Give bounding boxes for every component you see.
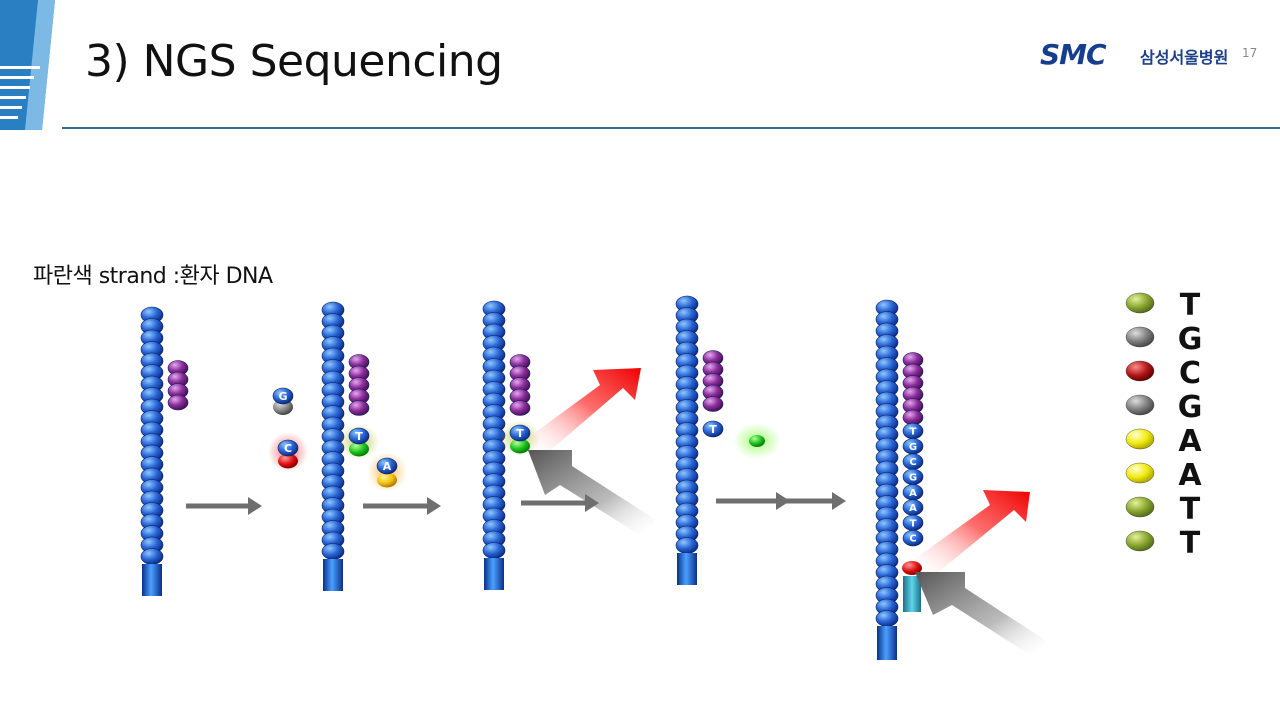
strand-anchor (677, 553, 697, 585)
legend-base-text: T (1180, 492, 1201, 527)
flow-arrow-1-head (248, 497, 262, 515)
strand-anchor (484, 558, 504, 590)
legend-dot (1125, 360, 1155, 382)
free-nucleotide-g-text: G (278, 390, 287, 403)
free-nucleotide-c-label-bead (277, 439, 299, 457)
primer-bead (702, 396, 724, 412)
template-bead (140, 548, 164, 565)
synth-bead (902, 529, 924, 547)
flow-arrow-3-head (585, 494, 599, 512)
synth-base-text: T (910, 518, 917, 529)
bound-t-text: T (355, 430, 363, 443)
free-nucleotide-g-label-bead (272, 387, 294, 405)
synth-base-text: G (909, 442, 917, 453)
legend-dot (1125, 428, 1155, 450)
legend-base-text: G (1178, 322, 1203, 357)
bound-t-dot (349, 441, 369, 457)
legend-dot (1125, 326, 1155, 348)
primer-bead (167, 394, 189, 411)
page-title: 3) NGS Sequencing (85, 36, 503, 87)
legend-base-text: A (1178, 424, 1202, 459)
free-nucleotide-c (278, 453, 298, 469)
bound-t-dot (510, 438, 530, 454)
free-nucleotide-a (377, 472, 397, 488)
primer-bead (902, 409, 924, 426)
strand-anchor (877, 626, 897, 660)
primer-bead (509, 400, 531, 416)
flow-arrow-4a (716, 498, 778, 504)
legend-base-text: G (1178, 390, 1203, 425)
legend-dot (1125, 530, 1155, 552)
flow-arrow-1 (186, 503, 250, 509)
flow-arrow-4b (780, 498, 834, 504)
flow-arrow-4b-head (832, 492, 846, 510)
strand-anchor (142, 564, 162, 596)
free-nucleotide-a-text: A (383, 460, 392, 473)
light-signal-arrow-2 (913, 490, 1030, 575)
bound-t-text: T (709, 423, 717, 436)
flow-arrow-3 (521, 500, 587, 506)
synth-base-text: C (909, 534, 916, 545)
legend-dot (1125, 292, 1155, 314)
template-bead (482, 542, 506, 559)
hospital-name: 삼성서울병원 (1140, 48, 1229, 67)
bound-t-text: T (516, 427, 524, 440)
incoming-arrow-2 (915, 572, 1048, 655)
bound-t-bead (509, 424, 531, 442)
flow-arrow-2 (363, 503, 429, 509)
synth-base-text: G (909, 473, 917, 484)
legend-dot (1125, 496, 1155, 518)
synth-base-text: A (909, 488, 917, 499)
template-bead (875, 610, 899, 627)
light-signal-arrow-1 (525, 368, 641, 455)
incoming-arrow-1 (528, 450, 656, 535)
strand-caption: 파란색 strand :환자 DNA (33, 264, 273, 289)
released-signal-dot (749, 435, 765, 447)
template-bead (675, 537, 699, 554)
bound-t-bead (348, 427, 370, 445)
page-number: 17 (1242, 46, 1258, 60)
bound-t-bead (702, 420, 724, 438)
teal-connector (903, 576, 921, 612)
flow-arrow-2-head (427, 497, 441, 515)
corner-decoration (0, 0, 55, 130)
synth-base-text: T (910, 427, 917, 438)
legend-dot (1125, 394, 1155, 416)
free-nucleotide-c-text: C (284, 442, 292, 455)
legend-base-text: A (1178, 458, 1202, 493)
synth-base-text: C (909, 457, 916, 468)
legend-base-text: C (1179, 356, 1201, 391)
primer-bead (348, 400, 370, 416)
legend-dot (1125, 462, 1155, 484)
template-bead (321, 543, 345, 560)
title-divider (62, 127, 1280, 129)
synth-base-text: A (909, 503, 917, 514)
legend-base-text: T (1180, 526, 1201, 561)
smc-logo: SMC (1040, 38, 1107, 71)
new-c-dot (902, 561, 922, 575)
legend-base-text: T (1180, 288, 1201, 323)
free-nucleotide-a-bead (376, 457, 398, 475)
strand-anchor (323, 559, 343, 591)
